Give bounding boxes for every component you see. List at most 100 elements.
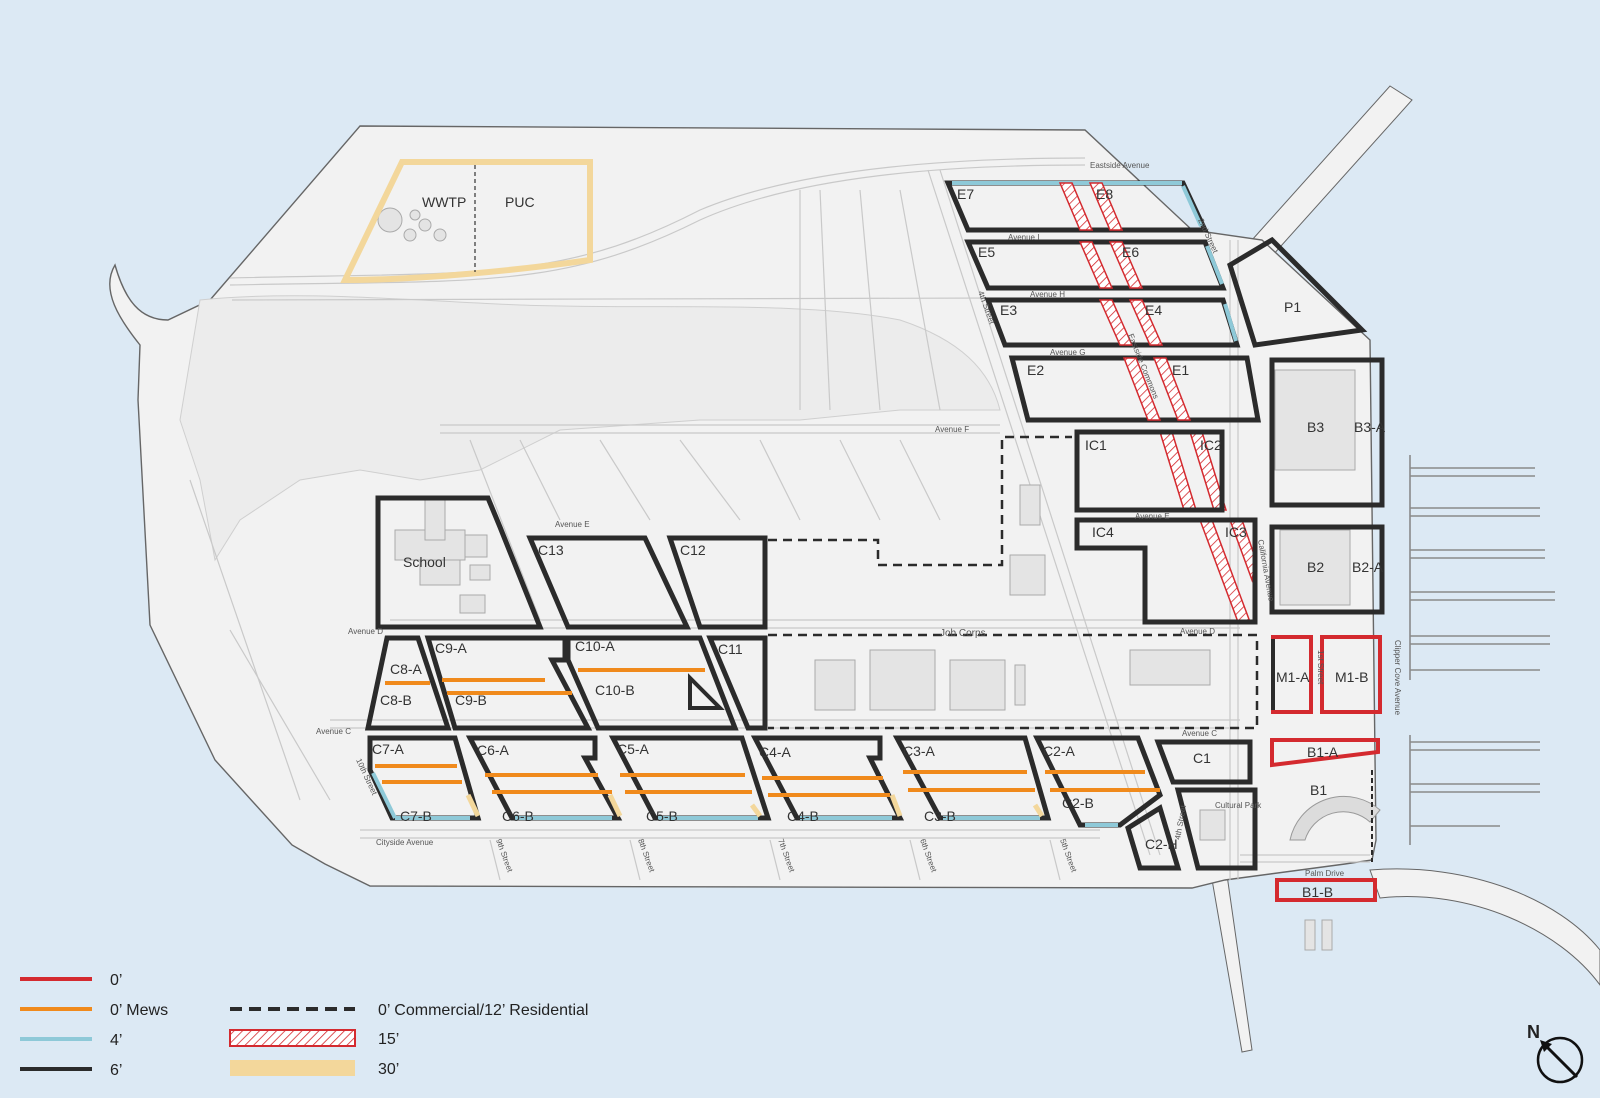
label-c4b: C4-B: [787, 808, 819, 824]
label-e3: E3: [1000, 302, 1017, 318]
legend-label-four: 4’: [110, 1032, 122, 1049]
parcel-b1a: [1270, 738, 1380, 768]
parcel-c10: [565, 635, 739, 731]
label-e4: E4: [1145, 302, 1162, 318]
label-b2: B2: [1307, 559, 1324, 575]
building-footprints: [377, 207, 1356, 951]
label-b2a: B2-A: [1352, 559, 1384, 575]
label-c12: C12: [680, 542, 706, 558]
mews-lines-row2: [375, 764, 1160, 797]
parcel-p1: [1227, 236, 1368, 348]
parcel-m1b: [1320, 635, 1382, 714]
label-puc: PUC: [505, 194, 535, 210]
wetland-area: [179, 295, 1001, 562]
label-c10b: C10-B: [595, 682, 635, 698]
label-school: School: [403, 554, 446, 570]
label-c5b: C5-B: [646, 808, 678, 824]
label-c10a: C10-A: [575, 638, 615, 654]
label-c2b: C2-B: [1062, 795, 1094, 811]
parcel-e5: [964, 239, 1227, 291]
label-c5a: C5-A: [617, 741, 650, 757]
parcel-labels: WWTP PUC E7 E8 E5 E6 E3 E4 E2 E1 P1 B3 B…: [372, 186, 1386, 900]
parcel-b1b: [1275, 878, 1377, 902]
label-c1: C1: [1193, 750, 1211, 766]
label-c6a: C6-A: [477, 742, 510, 758]
label-c8a: C8-A: [390, 661, 423, 677]
label-wwtp: WWTP: [422, 194, 466, 210]
street-network: [189, 157, 1370, 881]
fifteen-foot-setback-strips: [1058, 182, 1257, 623]
parcel-e2: [1008, 355, 1261, 423]
label-e6: E6: [1122, 244, 1139, 260]
label-e2: E2: [1027, 362, 1044, 378]
label-c13: C13: [538, 542, 564, 558]
label-cityside-avenue: Cityside Avenue: [376, 838, 434, 847]
bridge-ramp: [1369, 868, 1600, 986]
label-c6b: C6-B: [502, 808, 534, 824]
label-first-street: 1st Street: [1316, 650, 1325, 685]
label-e1: E1: [1172, 362, 1189, 378]
legend-label-mews: 0’ Mews: [110, 1002, 168, 1019]
parcel-c2: [1032, 735, 1164, 828]
four-foot-setbacks: [371, 772, 1118, 827]
label-c2h: C2-H: [1145, 836, 1178, 852]
parcel-school: [375, 495, 544, 630]
label-ic4: IC4: [1092, 524, 1114, 540]
parcel-c13: [526, 535, 691, 630]
label-c11: C11: [718, 641, 743, 657]
label-cultural-park: Cultural Park: [1215, 801, 1262, 810]
label-c8b: C8-B: [380, 692, 412, 708]
legend-label-six: 6’: [110, 1062, 122, 1079]
label-b3: B3: [1307, 419, 1324, 435]
parcel-c4: [750, 735, 905, 821]
label-c9a: C9-A: [435, 640, 468, 656]
parcel-c6: [465, 735, 623, 821]
parcel-c11: [706, 635, 768, 731]
label-ic2: IC2: [1200, 437, 1222, 453]
mews-lines-row1: [385, 668, 705, 695]
label-avenue-d-west: Avenue D: [348, 627, 383, 636]
label-eastside-avenue: Eastside Avenue: [1090, 161, 1150, 170]
commercial-residential-zones: [768, 435, 1259, 730]
label-job-corps: Job Corps: [940, 628, 986, 639]
legend-label-commercial: 0’ Commercial/12’ Residential: [378, 1002, 588, 1019]
north-arrow-icon: N: [1527, 1022, 1584, 1084]
label-palm-drive: Palm Drive: [1305, 869, 1345, 878]
label-avenue-f: Avenue F: [935, 425, 969, 434]
label-b1: B1: [1310, 782, 1327, 798]
wwtp-parcel-outline: [340, 159, 593, 284]
label-avenue-g: Avenue G: [1050, 348, 1085, 357]
label-avenue-d-east: Avenue D: [1180, 627, 1215, 636]
label-c3b: C3-B: [924, 808, 956, 824]
parcel-ic4: [1074, 517, 1258, 625]
label-c3a: C3-A: [903, 743, 936, 759]
label-avenue-c-west: Avenue C: [316, 727, 351, 736]
label-avenue-e-east: Avenue E: [1135, 512, 1170, 521]
label-avenue-c-east: Avenue C: [1182, 729, 1217, 738]
label-c4a: C4-A: [759, 744, 792, 760]
label-p1: P1: [1284, 299, 1301, 315]
label-b3a: B3-A: [1354, 419, 1386, 435]
label-avenue-i: Avenue I: [1008, 233, 1039, 242]
legend-label-zero: 0’: [110, 972, 122, 989]
parcel-c9: [424, 635, 593, 731]
label-m1a: M1-A: [1276, 669, 1310, 685]
marina-docks: [1409, 455, 1555, 845]
label-c9b: C9-B: [455, 692, 487, 708]
legend-label-fifteen: 15’: [378, 1031, 399, 1048]
label-avenue-h: Avenue H: [1030, 290, 1065, 299]
label-ic1: IC1: [1085, 437, 1107, 453]
label-m1b: M1-B: [1335, 669, 1368, 685]
parcel-c8: [364, 635, 452, 731]
label-b1a: B1-A: [1307, 744, 1339, 760]
b1-arc-building: [1289, 795, 1381, 841]
north-label: N: [1527, 1022, 1540, 1042]
label-b1b: B1-B: [1302, 884, 1333, 900]
legend-swatch-fifteen: [229, 1029, 356, 1047]
label-clipper-cove-avenue: Clipper Cove Avenue: [1393, 640, 1402, 716]
label-avenue-e-west: Avenue E: [555, 520, 590, 529]
label-c7b: C7-B: [400, 808, 432, 824]
thirty-foot-setbacks-row: [465, 793, 1045, 818]
label-e5: E5: [978, 244, 995, 260]
parcel-c2h: [1125, 804, 1182, 871]
